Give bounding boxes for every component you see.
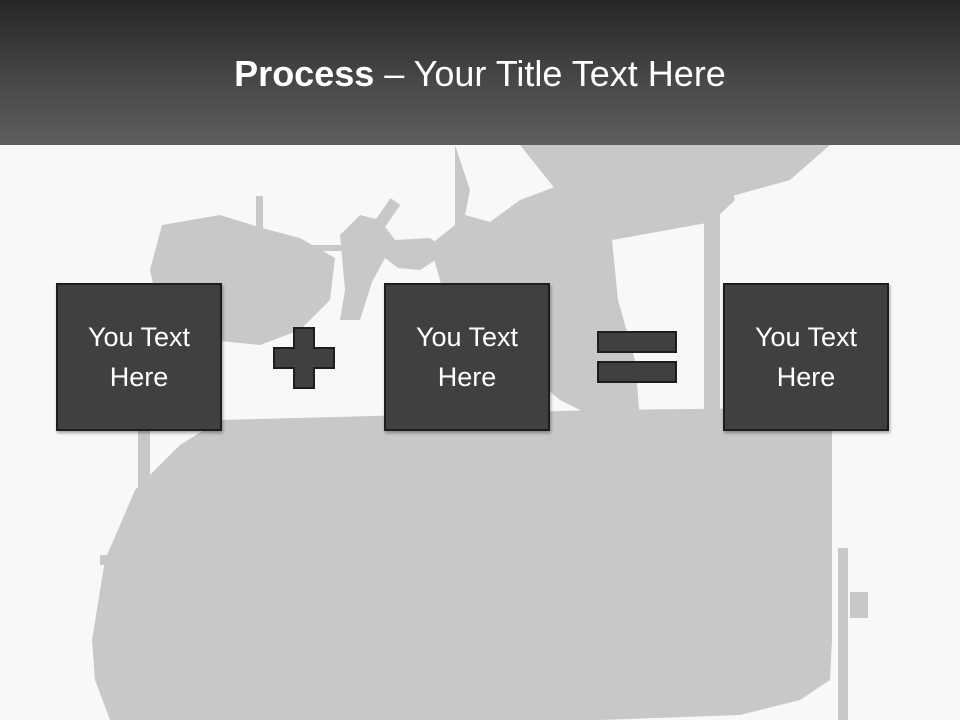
title-rest-text: – Your Title Text Here [374, 53, 726, 94]
slide-title: Process – Your Title Text Here [0, 52, 960, 96]
title-bar: Process – Your Title Text Here [0, 0, 960, 145]
process-step-3-label: You Text Here [754, 322, 858, 392]
process-step-box-3[interactable]: You Text Here [723, 283, 889, 431]
title-bold-text: Process [234, 53, 375, 94]
process-step-1-label: You Text Here [87, 322, 191, 392]
process-step-box-2[interactable]: You Text Here [384, 283, 550, 431]
process-step-2-label: You Text Here [415, 322, 519, 392]
equals-icon [597, 331, 677, 383]
process-step-box-1[interactable]: You Text Here [56, 283, 222, 431]
plus-icon [273, 327, 335, 389]
